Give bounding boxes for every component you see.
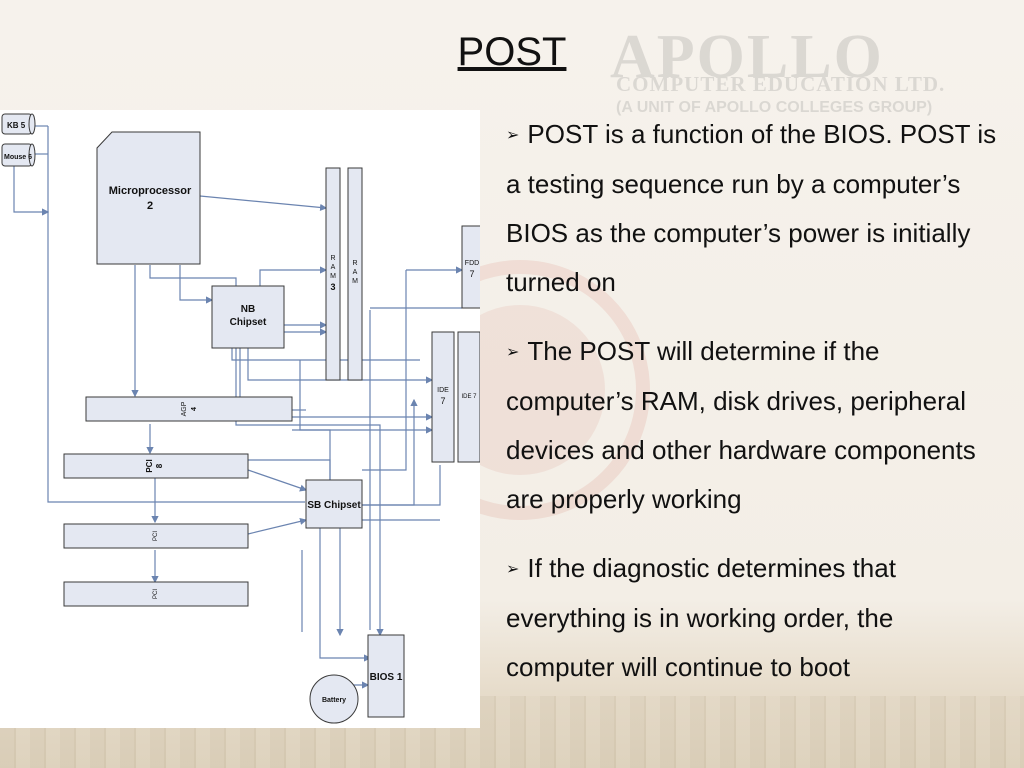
pci2-label: PCI	[153, 531, 159, 541]
agp-number: 4	[191, 407, 198, 411]
arrow-bullet-icon: ➢	[506, 344, 520, 361]
kb-label: KB 5	[7, 121, 26, 130]
cpu-label: Microprocessor	[109, 185, 192, 197]
ram1-letter-a: A	[331, 264, 336, 271]
motherboard-diagram-svg: KB 5 Mouse 6 Microprocessor 2 NB Chipset…	[1, 113, 480, 724]
ram-slot: R A M	[347, 167, 363, 381]
ram1-letter-r: R	[330, 255, 335, 262]
nb-chipset-box: NB Chipset	[211, 285, 285, 349]
bullet-text-2: The POST will determine if the computer’…	[506, 336, 976, 514]
pci-8-slot: PCI 8	[63, 453, 249, 479]
microprocessor-box: Microprocessor 2	[96, 131, 201, 265]
ide-7-slot-a: IDE 7	[431, 331, 455, 463]
ram1-number: 3	[330, 282, 335, 292]
bullet-item-1: ➢POST is a function of the BIOS. POST is…	[506, 110, 1006, 307]
mouse-label: Mouse 6	[4, 154, 32, 161]
ide-7-slot-b: IDE 7	[457, 331, 480, 463]
bios-1-box: BIOS 1	[367, 634, 405, 718]
pci-slot-3: PCI	[63, 581, 249, 607]
cpu-number: 2	[147, 200, 153, 212]
bullet-text-3: If the diagnostic determines that everyt…	[506, 553, 896, 682]
nb-label: NB	[241, 304, 255, 315]
sb-chipset-box: SB Chipset	[305, 479, 363, 529]
sb-label: SB Chipset	[307, 500, 361, 511]
fdd-label: FDD	[465, 260, 479, 267]
ram-3-slot: R A M 3	[325, 167, 341, 381]
ide1-label: IDE	[437, 387, 449, 394]
bullet-item-2: ➢The POST will determine if the computer…	[506, 327, 1006, 524]
slide-title: POST	[457, 30, 567, 74]
bullet-text-1: POST is a function of the BIOS. POST is …	[506, 119, 997, 297]
mouse-6-box: Mouse 6	[1, 143, 36, 167]
bus-lines	[13, 125, 464, 689]
battery-circle: Battery	[309, 674, 359, 724]
arrow-bullet-icon: ➢	[506, 561, 520, 578]
motherboard-diagram: KB 5 Mouse 6 Microprocessor 2 NB Chipset…	[0, 110, 480, 728]
fdd-7-box: FDD 7	[461, 225, 480, 309]
pci-slot-2: PCI	[63, 523, 249, 549]
nb-chipset-label: Chipset	[230, 317, 267, 328]
bullet-list: ➢POST is a function of the BIOS. POST is…	[506, 110, 1006, 712]
battery-label: Battery	[322, 697, 346, 704]
fdd-number: 7	[469, 269, 474, 279]
ram2-letter-a: A	[353, 269, 358, 276]
pci3-label: PCI	[153, 589, 159, 599]
arrow-bullet-icon: ➢	[506, 127, 520, 144]
ram1-letter-m: M	[330, 273, 336, 280]
bullet-item-3: ➢If the diagnostic determines that every…	[506, 544, 1006, 692]
ide2-label: IDE 7	[461, 394, 477, 400]
agp-label: AGP	[181, 401, 188, 416]
pci1-number: 8	[155, 463, 164, 468]
agp-4-slot: AGP 4	[85, 396, 293, 422]
bios-label: BIOS 1	[370, 672, 403, 683]
ide1-number: 7	[440, 396, 445, 406]
ram2-letter-m: M	[352, 278, 358, 285]
kb-5-box: KB 5	[1, 113, 36, 135]
pci1-label: PCI	[145, 459, 154, 472]
ram2-letter-r: R	[352, 260, 357, 267]
